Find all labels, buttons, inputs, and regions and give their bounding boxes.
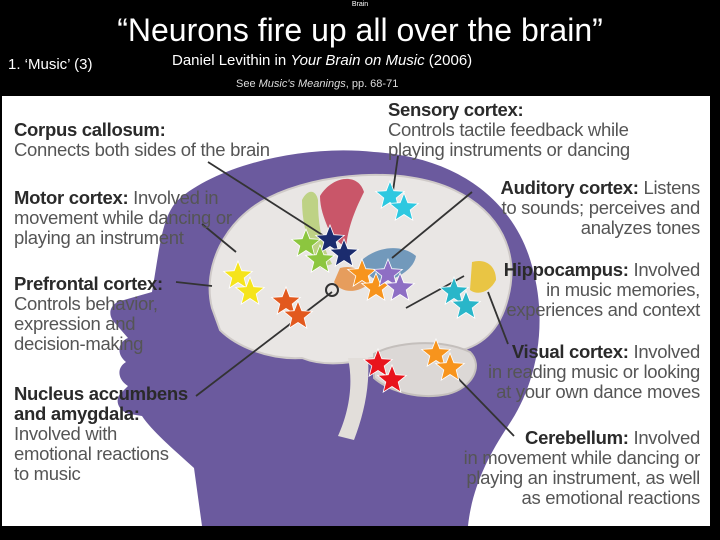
activity-star-8: [234, 275, 266, 305]
activity-star-6: [304, 243, 336, 273]
credit-author: Daniel Levithin in: [172, 52, 291, 69]
label-motor-cortex: Motor cortex: Involved in movement while…: [14, 187, 232, 248]
reference-note: See Music's Meanings, pp. 68-71: [236, 78, 399, 90]
activity-star-20: [434, 351, 466, 381]
label-hippocampus: Hippocampus: Involved in music memories,…: [503, 259, 701, 320]
leader-dot: [325, 283, 339, 297]
activity-star-3: [314, 223, 346, 253]
activity-star-9: [270, 285, 302, 315]
label-cerebellum: Cerebellum: Involved in movement while d…: [463, 427, 701, 508]
activity-star-17: [362, 347, 394, 377]
visual-region: [470, 260, 496, 293]
label-prefrontal-cortex: Prefrontal cortex: Controls behavior, ex…: [14, 273, 163, 354]
activity-stars: [222, 179, 482, 393]
credit-book: Your Brain on Music: [290, 52, 425, 69]
activity-star-14: [384, 271, 416, 301]
activity-star-2: [388, 191, 420, 221]
author-credit: Daniel Levithin in Your Brain on Music (…: [172, 52, 472, 69]
activity-star-13: [372, 257, 404, 287]
brain-diagram-panel: Corpus callosum: Connects both sides of …: [2, 96, 710, 526]
label-corpus-callosum: Corpus callosum: Connects both sides of …: [14, 119, 270, 160]
activity-star-15: [438, 275, 470, 305]
slide-small-title: Brain: [351, 1, 369, 8]
activity-star-4: [328, 237, 360, 267]
label-sensory-cortex: Sensory cortex: Controls tactile feedbac…: [388, 99, 630, 160]
activity-star-7: [222, 259, 254, 289]
brain-stem: [338, 358, 369, 440]
section-label: 1. ‘Music’ (3): [8, 56, 93, 73]
slide-title: “Neurons fire up all over the brain”: [117, 12, 603, 48]
label-auditory-cortex: Auditory cortex: Listens to sounds; perc…: [500, 177, 701, 238]
activity-star-5: [290, 227, 322, 257]
credit-year: (2006): [424, 52, 473, 69]
activity-star-19: [420, 337, 452, 367]
label-visual-cortex: Visual cortex: Involved in reading music…: [488, 341, 700, 402]
label-nucleus-accumbens: Nucleus accumbens and amygdala: Involved…: [14, 383, 188, 484]
activity-star-10: [282, 299, 314, 329]
activity-star-1: [374, 179, 406, 209]
activity-star-18: [376, 363, 408, 393]
activity-star-16: [450, 289, 482, 319]
